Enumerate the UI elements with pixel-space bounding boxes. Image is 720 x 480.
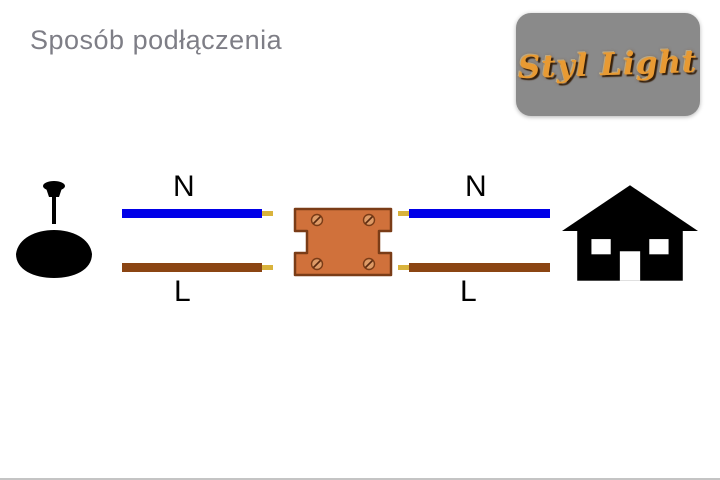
brand-logo-text: Styl Light <box>517 43 699 86</box>
wire-l-right-body <box>409 263 550 272</box>
bottom-divider <box>0 478 720 480</box>
terminal-block-body <box>293 207 393 277</box>
wire-n-left <box>122 209 273 218</box>
pendant-lamp-icon <box>16 181 92 278</box>
wire-l-left-tip <box>262 265 273 270</box>
house-icon <box>562 185 698 281</box>
lamp-rod <box>52 194 56 224</box>
label-n-right: N <box>465 170 487 203</box>
house-door <box>619 251 641 281</box>
label-l-left: L <box>174 275 191 308</box>
label-n-left: N <box>173 170 195 203</box>
lamp-neck <box>46 188 62 197</box>
wire-l-right <box>398 263 550 272</box>
wire-n-left-body <box>122 209 262 218</box>
wire-n-right-body <box>409 209 550 218</box>
wire-l-right-tip <box>398 265 409 270</box>
wire-n-left-tip <box>262 211 273 216</box>
terminal-block-icon <box>293 207 393 277</box>
page-title: Sposób podłączenia <box>30 25 283 55</box>
screw-slot <box>364 259 374 269</box>
wire-l-left-body <box>122 263 262 272</box>
screw-slot <box>312 215 322 225</box>
wire-l-left <box>122 263 273 272</box>
wire-n-right-tip <box>398 211 409 216</box>
screw-slot <box>312 259 322 269</box>
label-l-right: L <box>460 275 477 308</box>
screw-slot <box>364 215 374 225</box>
house-window-left <box>591 239 611 255</box>
wire-n-right <box>398 209 550 218</box>
house-window-right <box>649 239 669 255</box>
lamp-shade <box>16 230 92 278</box>
house-roof <box>562 185 698 231</box>
brand-badge: Styl Light <box>516 13 700 116</box>
